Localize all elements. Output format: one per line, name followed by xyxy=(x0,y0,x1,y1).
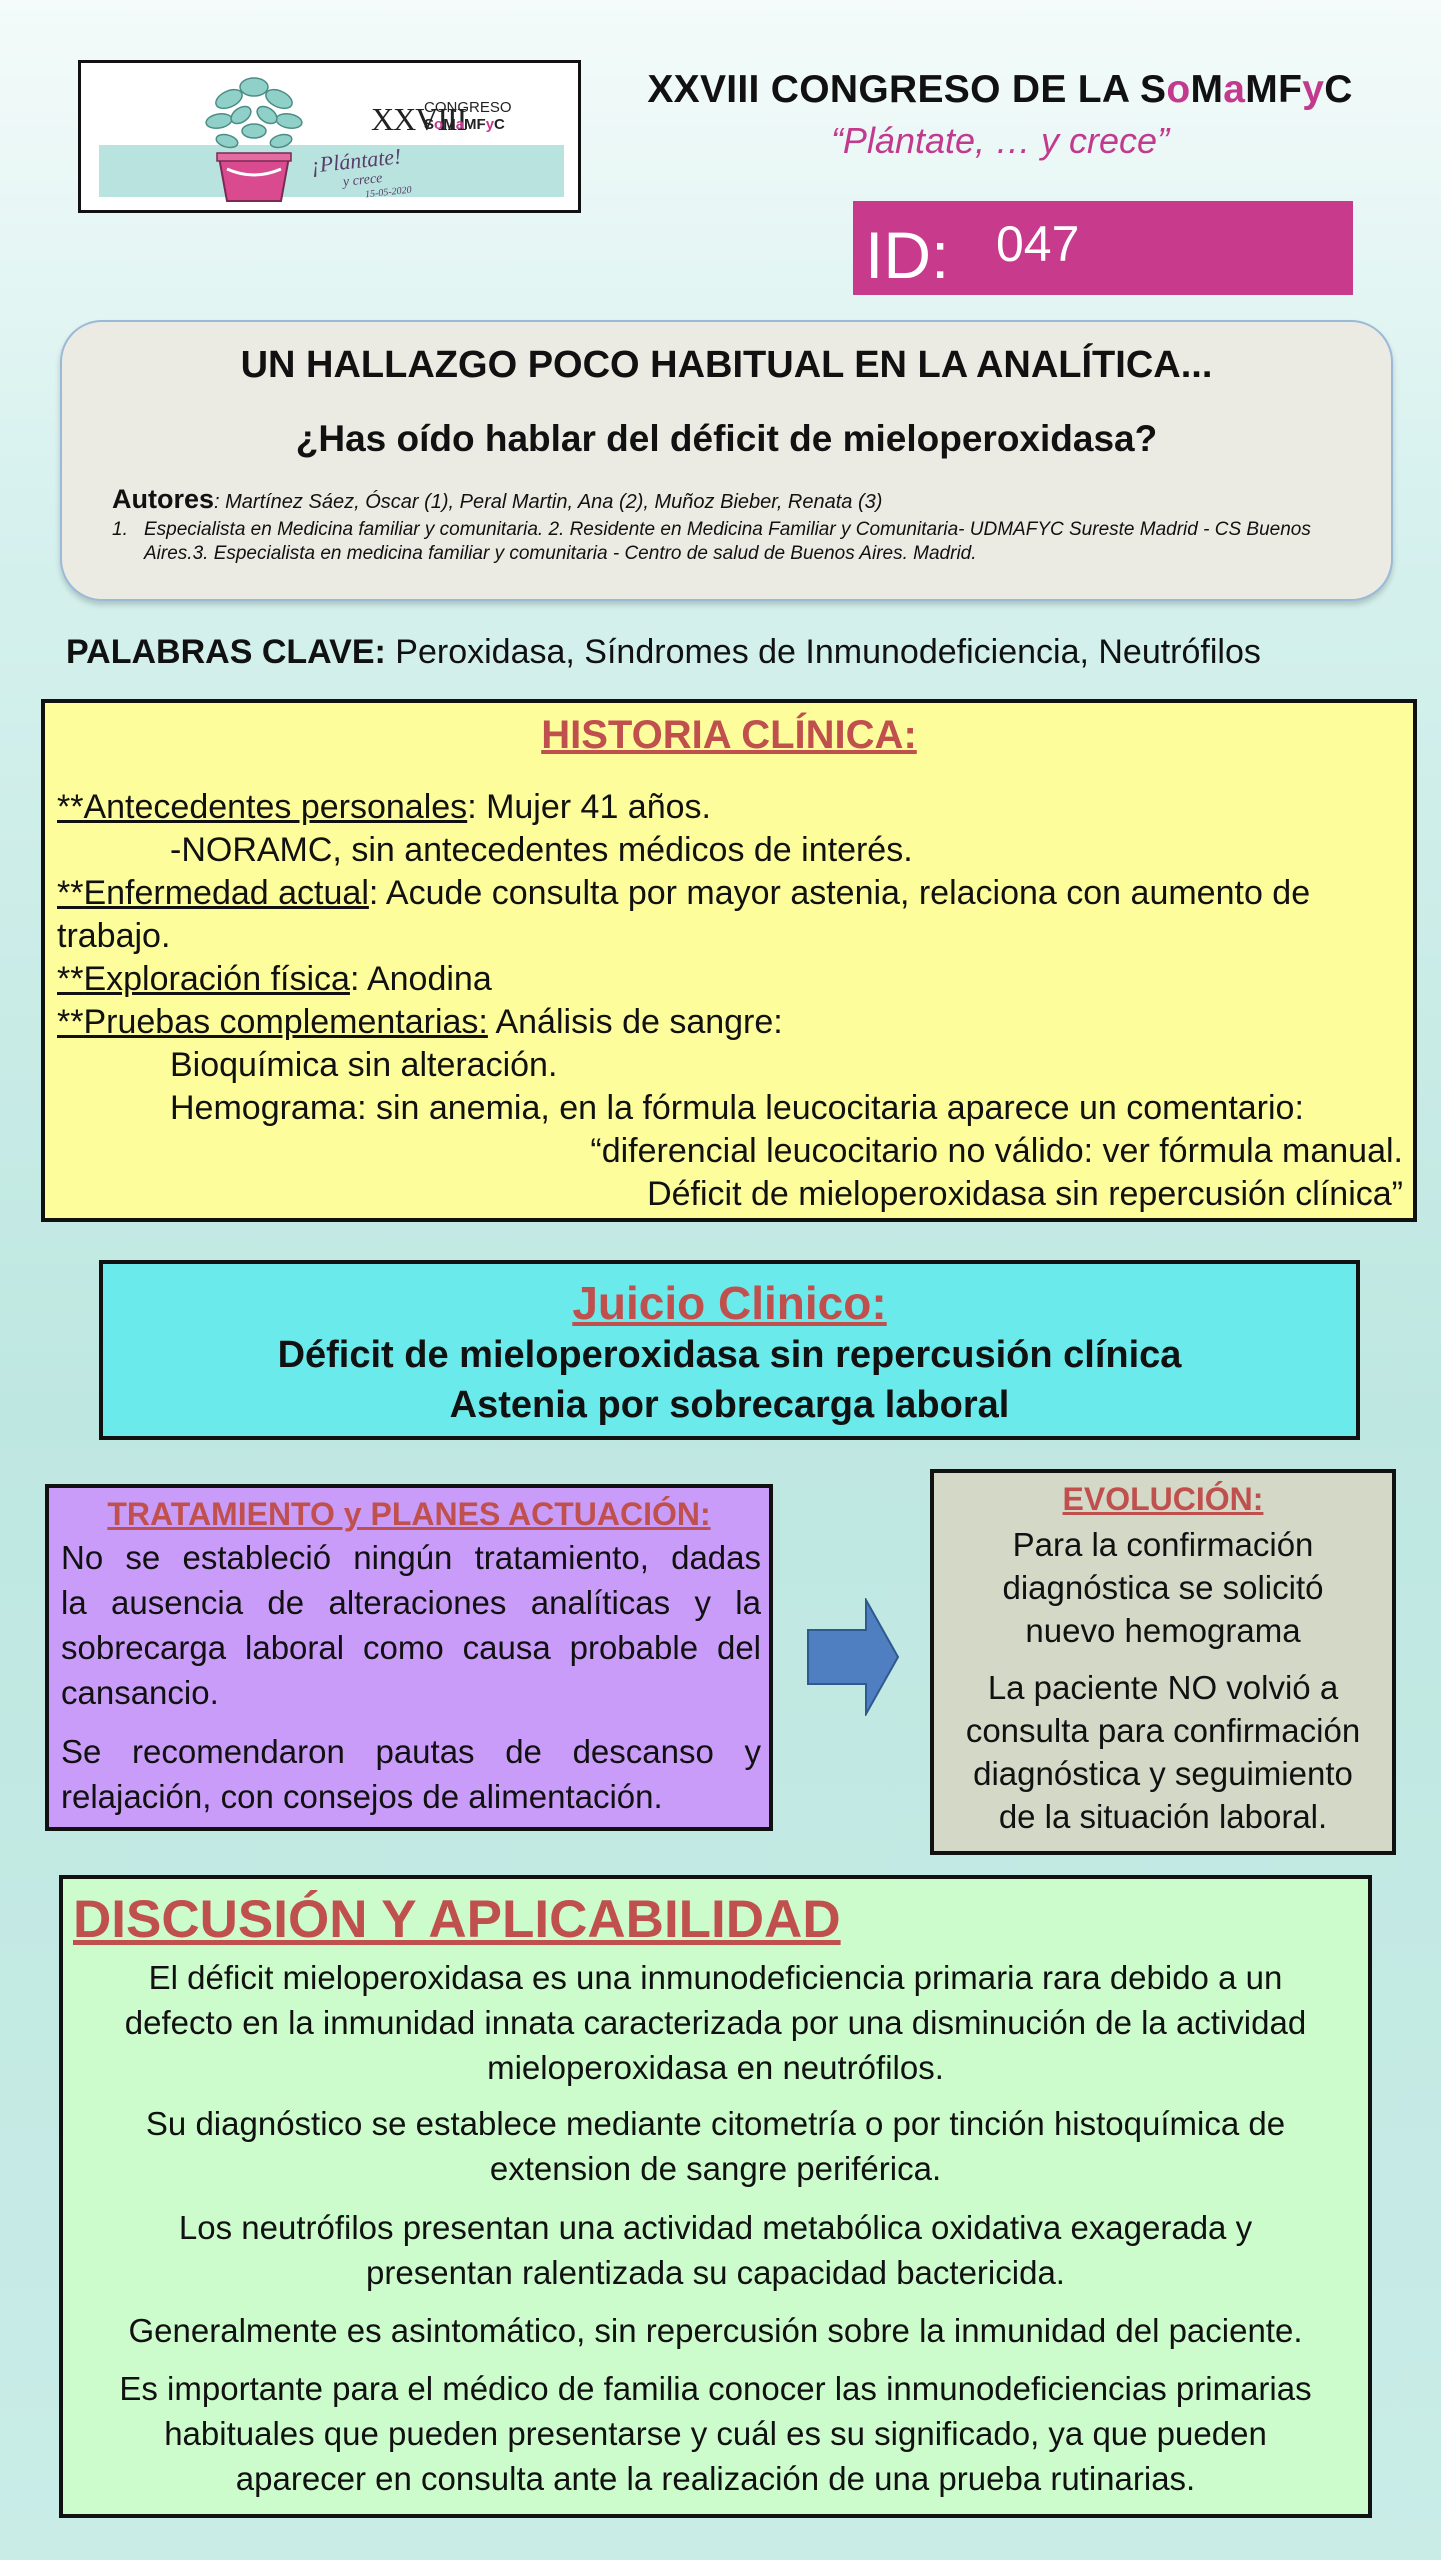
discusion-text-line: aparecer en consulta ante la realización… xyxy=(235,2460,1196,2497)
hemograma-quote-1: “diferencial leucocitario no válido: ver… xyxy=(590,1132,1403,1170)
logo-congreso-text: CONGRESO xyxy=(424,99,512,116)
affiliations: 1. Especialista en Medicina familiar y c… xyxy=(112,518,1372,566)
logo-band xyxy=(99,145,564,197)
juicio-diagnosis-1: Déficit de mieloperoxidasa sin repercusi… xyxy=(277,1334,1182,1376)
juicio-diagnosis-2: Astenia por sobrecarga laboral xyxy=(449,1384,1010,1426)
authors-line: Autores: Martínez Sáez, Óscar (1), Peral… xyxy=(112,484,882,515)
evolucion-text-line: nuevo hemograma xyxy=(1025,1612,1301,1649)
discusion-text-line: extension de sangre periférica. xyxy=(489,2150,942,2187)
tratamiento-text-line: cansancio. xyxy=(61,1674,219,1711)
keywords: PALABRAS CLAVE: Peroxidasa, Síndromes de… xyxy=(66,633,1261,672)
juicio-clinico-section: Juicio Clinico: Déficit de mieloperoxida… xyxy=(99,1260,1360,1440)
discusion-section: DISCUSIÓN Y APLICABILIDAD El déficit mie… xyxy=(59,1875,1372,2518)
hemograma-line: Hemograma: sin anemia, en la fórmula leu… xyxy=(170,1089,1304,1127)
noramc-line: -NORAMC, sin antecedentes médicos de int… xyxy=(170,831,913,869)
keywords-text: Peroxidasa, Síndromes de Inmunodeficienc… xyxy=(385,633,1261,671)
evolucion-section: EVOLUCIÓN: Para la confirmación diagnóst… xyxy=(930,1469,1396,1855)
enfermedad-line: **Enfermedad actual: Acude consulta por … xyxy=(57,874,1311,912)
poster-subtitle: ¿Has oído hablar del déficit de mieloper… xyxy=(295,418,1158,459)
authors-label: Autores xyxy=(112,484,215,514)
poster-id-value: 047 xyxy=(996,216,1080,272)
authors-names: : Martínez Sáez, Óscar (1), Peral Martin… xyxy=(214,491,883,513)
evolucion-text-line: La paciente NO volvió a xyxy=(987,1669,1339,1706)
historia-clinica-section: HISTORIA CLÍNICA: **Antecedentes persona… xyxy=(41,699,1417,1222)
evolucion-title: EVOLUCIÓN: xyxy=(1062,1481,1264,1517)
logo-society-name: SoMaMFyC xyxy=(424,116,505,133)
antecedentes-line: **Antecedentes personales: Mujer 41 años… xyxy=(57,788,711,826)
historia-title: HISTORIA CLÍNICA: xyxy=(541,713,917,757)
poster-id-label: ID: xyxy=(865,218,950,292)
evolucion-text-line: diagnóstica y seguimiento xyxy=(973,1755,1353,1792)
title-card: UN HALLAZGO POCO HABITUAL EN LA ANALÍTIC… xyxy=(60,320,1393,601)
affiliation-text: Especialista en Medicina familiar y comu… xyxy=(144,519,1311,564)
tratamiento-text-line: sobrecarga laboral como causa probable d… xyxy=(61,1629,761,1666)
evolucion-text-line: diagnóstica se solicitó xyxy=(1002,1569,1324,1606)
discusion-text-line: El déficit mieloperoxidasa es una inmuno… xyxy=(148,1959,1283,1996)
congress-logo: XXVIII CONGRESO SoMaMFyC ¡Plántate! y cr… xyxy=(78,60,581,213)
evolucion-text-line: de la situación laboral. xyxy=(998,1798,1328,1835)
tratamiento-section: TRATAMIENTO y PLANES ACTUACIÓN: No se es… xyxy=(45,1484,773,1831)
discusion-title: DISCUSIÓN Y APLICABILIDAD xyxy=(73,1890,841,1949)
poster-id-box: ID: 047 xyxy=(853,201,1353,295)
keywords-label: PALABRAS CLAVE: xyxy=(66,633,386,671)
logo-edition: XXVIII xyxy=(371,101,467,137)
affiliation-number: 1. xyxy=(112,519,128,540)
tratamiento-text-line: relajación, con consejos de alimentación… xyxy=(61,1778,663,1815)
tratamiento-text-line: Se recomendaron pautas de descanso y xyxy=(61,1733,761,1770)
discusion-text-line: Los neutrófilos presentan una actividad … xyxy=(178,2209,1253,2246)
discusion-text-line: Es importante para el médico de familia … xyxy=(119,2370,1312,2407)
congress-title: XXVIII CONGRESO DE LA SoMaMFyC xyxy=(647,68,1353,111)
congress-slogan: “Plántate, … y crece” xyxy=(830,120,1170,161)
discusion-text-line: mieloperoxidasa en neutrófilos. xyxy=(487,2049,944,2086)
poster-title: UN HALLAZGO POCO HABITUAL EN LA ANALÍTIC… xyxy=(240,344,1213,386)
tratamiento-title: TRATAMIENTO y PLANES ACTUACIÓN: xyxy=(107,1496,711,1532)
evolucion-text-line: consulta para confirmación xyxy=(965,1712,1361,1749)
hemograma-quote-2: Déficit de mieloperoxidasa sin repercusi… xyxy=(647,1175,1403,1213)
plant-pot-icon xyxy=(205,77,303,202)
pruebas-line: **Pruebas complementarias: Análisis de s… xyxy=(57,1003,783,1041)
arrow-right-icon xyxy=(807,1598,900,1716)
evolucion-text-line: Para la confirmación xyxy=(1012,1526,1314,1563)
exploracion-line: **Exploración física: Anodina xyxy=(57,960,492,998)
tratamiento-text-line: la ausencia de alteraciones analíticas y… xyxy=(61,1584,761,1621)
juicio-title: Juicio Clinico: xyxy=(572,1277,887,1329)
discusion-text-line: presentan ralentizada su capacidad bacte… xyxy=(366,2254,1065,2291)
bioquimica-line: Bioquímica sin alteración. xyxy=(170,1046,558,1084)
discusion-text-line: Su diagnóstico se establece mediante cit… xyxy=(145,2105,1286,2142)
enfermedad-line-cont: trabajo. xyxy=(57,917,171,955)
tratamiento-text-line: No se estableció ningún tratamiento, dad… xyxy=(61,1539,761,1576)
discusion-text-line: Generalmente es asintomático, sin reperc… xyxy=(128,2312,1303,2349)
discusion-text-line: habituales que pueden presentarse y cuál… xyxy=(164,2415,1267,2452)
discusion-text-line: defecto en la inmunidad innata caracteri… xyxy=(124,2004,1307,2041)
